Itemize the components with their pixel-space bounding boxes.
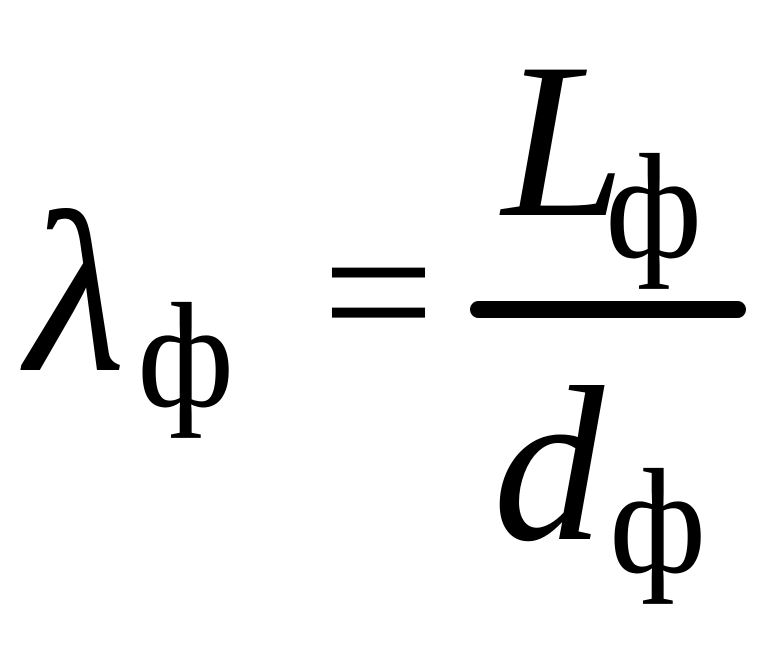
fraction-bar (470, 301, 746, 318)
equals-sign: = (322, 182, 435, 403)
denominator-subscript: ф (609, 439, 707, 605)
lambda-subscript: ф (137, 273, 235, 439)
lambda-symbol: λ (26, 165, 126, 420)
denominator-symbol: d (493, 342, 604, 588)
numerator-symbol: L (502, 18, 626, 264)
numerator-subscript: ф (605, 124, 703, 290)
